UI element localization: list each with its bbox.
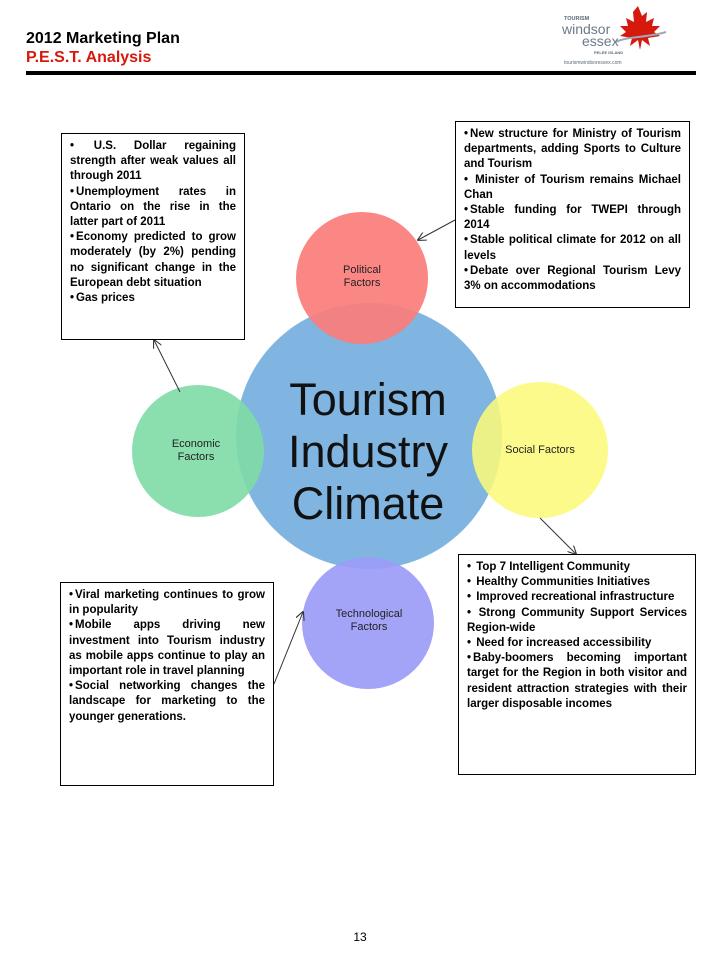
technological-label-line1: Technological: [335, 608, 403, 620]
social-item: Need for increased accessibility: [467, 636, 687, 651]
technological-label: Technological Factors: [314, 608, 424, 634]
economic-factors-box: U.S. Dollar regaining strength after wea…: [61, 133, 245, 340]
economic-label-line1: Economic: [171, 438, 221, 450]
center-circle: [236, 303, 502, 569]
social-label: Social Factors: [480, 444, 600, 457]
title-line: 2012 Marketing Plan: [26, 30, 180, 47]
logo-windsor-text: windsor: [561, 21, 611, 37]
subtitle-line: P.E.S.T. Analysis: [26, 49, 152, 66]
technological-item: Viral marketing continues to grow in pop…: [69, 588, 265, 618]
tourism-windsor-essex-logo: TOURISM windsor essex PELEE ISLAND touri…: [561, 6, 667, 66]
political-label-line2: Factors: [343, 277, 381, 289]
social-item: Baby-boomers becoming important target f…: [467, 651, 687, 712]
center-label: Tourism Industry Climate: [250, 374, 486, 530]
technological-label-line2: Factors: [350, 621, 388, 633]
social-factors-box: Top 7 Intelligent Community Healthy Comm…: [458, 554, 696, 775]
economic-item: Economy predicted to grow moderately (by…: [70, 230, 236, 291]
economic-item: U.S. Dollar regaining strength after wea…: [70, 139, 236, 185]
political-arrow: [418, 219, 456, 240]
political-label: Political Factors: [312, 264, 412, 290]
maple-leaf-icon: [615, 6, 667, 50]
economic-label: Economic Factors: [146, 438, 246, 464]
technological-item: Mobile apps driving new investment into …: [69, 618, 265, 679]
logo-tourism-text: TOURISM: [564, 16, 590, 22]
social-item: Strong Community Support Services Region…: [467, 606, 687, 636]
social-item: Healthy Communities Initiatives: [467, 575, 687, 590]
logo-essex-text: essex: [582, 33, 619, 49]
social-item: Top 7 Intelligent Community: [467, 560, 687, 575]
technological-factors-box: Viral marketing continues to grow in pop…: [60, 582, 274, 786]
social-arrow: [539, 517, 576, 554]
logo-url-text: tourismwindsoressex.com: [564, 60, 622, 66]
technological-arrow: [273, 612, 303, 685]
political-item: Debate over Regional Tourism Levy 3% on …: [464, 264, 681, 294]
social-item: Improved recreational infrastructure: [467, 590, 687, 605]
political-item: Stable political climate for 2012 on all…: [464, 233, 681, 263]
economic-circle: [132, 385, 264, 517]
economic-item: Unemployment rates in Ontario on the ris…: [70, 185, 236, 231]
center-label-line2: Industry: [287, 426, 449, 477]
political-item: Stable funding for TWEPI through 2014: [464, 203, 681, 233]
political-factors-box: New structure for Ministry of Tourism de…: [455, 121, 690, 308]
logo-pelee-text: PELEE ISLAND: [594, 50, 623, 55]
document-title: 2012 Marketing Plan P.E.S.T. Analysis: [26, 29, 180, 67]
economic-item: Gas prices: [70, 291, 236, 306]
political-label-line1: Political: [343, 264, 381, 276]
political-circle: [296, 212, 428, 344]
page-number: 13: [353, 930, 367, 944]
economic-label-line2: Factors: [177, 451, 215, 463]
political-item: New structure for Ministry of Tourism de…: [464, 127, 681, 173]
center-label-line3: Climate: [291, 478, 445, 529]
center-label-line1: Tourism: [289, 374, 447, 425]
social-label-line1: Social Factors: [505, 444, 575, 456]
technological-item: Social networking changes the landscape …: [69, 679, 265, 725]
technological-circle: [302, 557, 434, 689]
economic-arrow: [154, 340, 181, 393]
political-item: Minister of Tourism remains Michael Chan: [464, 173, 681, 203]
social-circle: [472, 382, 608, 518]
header-rule: [26, 71, 696, 75]
